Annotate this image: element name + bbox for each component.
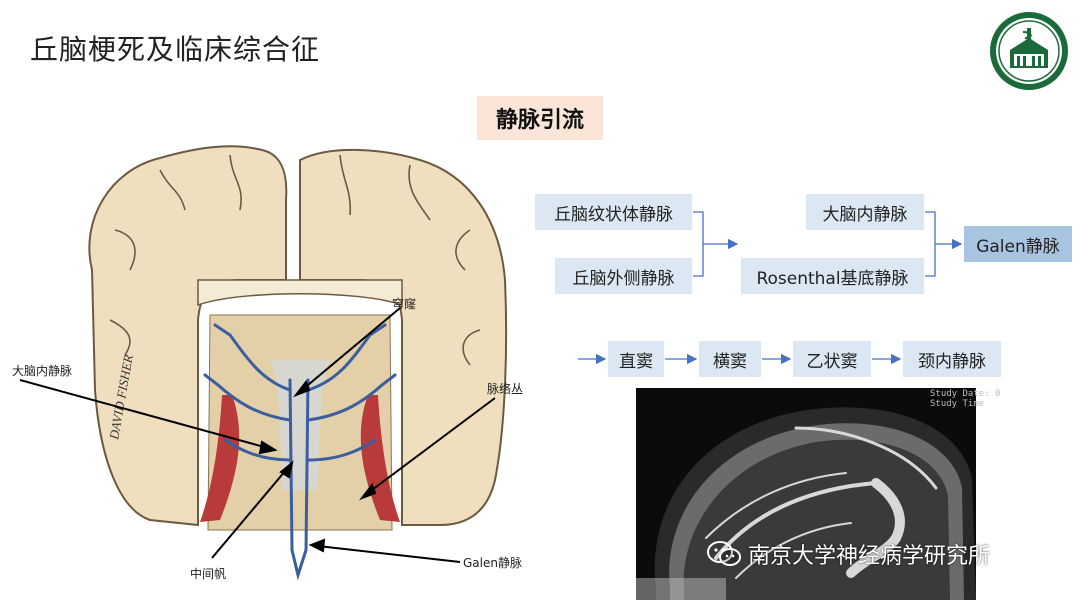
- ct-study-overlay: Study Date: 0 Study Time: [930, 389, 1000, 409]
- ct-overlay-line: Study Date: 0: [930, 389, 1001, 399]
- slide-title: 丘脑梗死及临床综合征: [30, 33, 321, 66]
- section-label: 静脉引流: [477, 96, 603, 140]
- flow-box-straight-sinus: 直窦: [608, 341, 664, 377]
- hospital-seal-logo: [990, 12, 1068, 90]
- label-internal-cerebral-vein: 大脑内静脉: [12, 364, 73, 378]
- wechat-icon: [707, 541, 741, 566]
- brain-venous-illustration: DAVID FISHER: [19, 145, 508, 581]
- label-fornix: 穹窿: [392, 297, 417, 311]
- watermark: 南京大学神经病学研究所: [706, 538, 990, 570]
- ct-venogram-image: [636, 388, 976, 600]
- label-galen-vein: Galen静脉: [463, 556, 522, 570]
- flow-box-sigmoid-sinus: 乙状窦: [793, 341, 871, 377]
- flow-box-rosenthal-basal-vein: Rosenthal基底静脉: [741, 258, 924, 294]
- flow-box-galen-vein: Galen静脉: [964, 226, 1072, 262]
- flow-box-transverse-sinus: 横窦: [699, 341, 761, 377]
- flow-box-thalamostriate-vein: 丘脑纹状体静脉: [535, 194, 692, 230]
- flow-box-lateral-thalamic-vein: 丘脑外侧静脉: [555, 258, 692, 294]
- flow-box-internal-jugular-vein: 颈内静脉: [903, 341, 1001, 377]
- label-choroid-plexus: 脉络丛: [487, 382, 524, 396]
- ct-overlay-line: Study Time: [930, 399, 985, 409]
- flow-box-internal-cerebral-vein: 大脑内静脉: [806, 194, 924, 230]
- label-velum-interpositum: 中间帆: [190, 567, 227, 581]
- watermark-text: 南京大学神经病学研究所: [748, 544, 991, 569]
